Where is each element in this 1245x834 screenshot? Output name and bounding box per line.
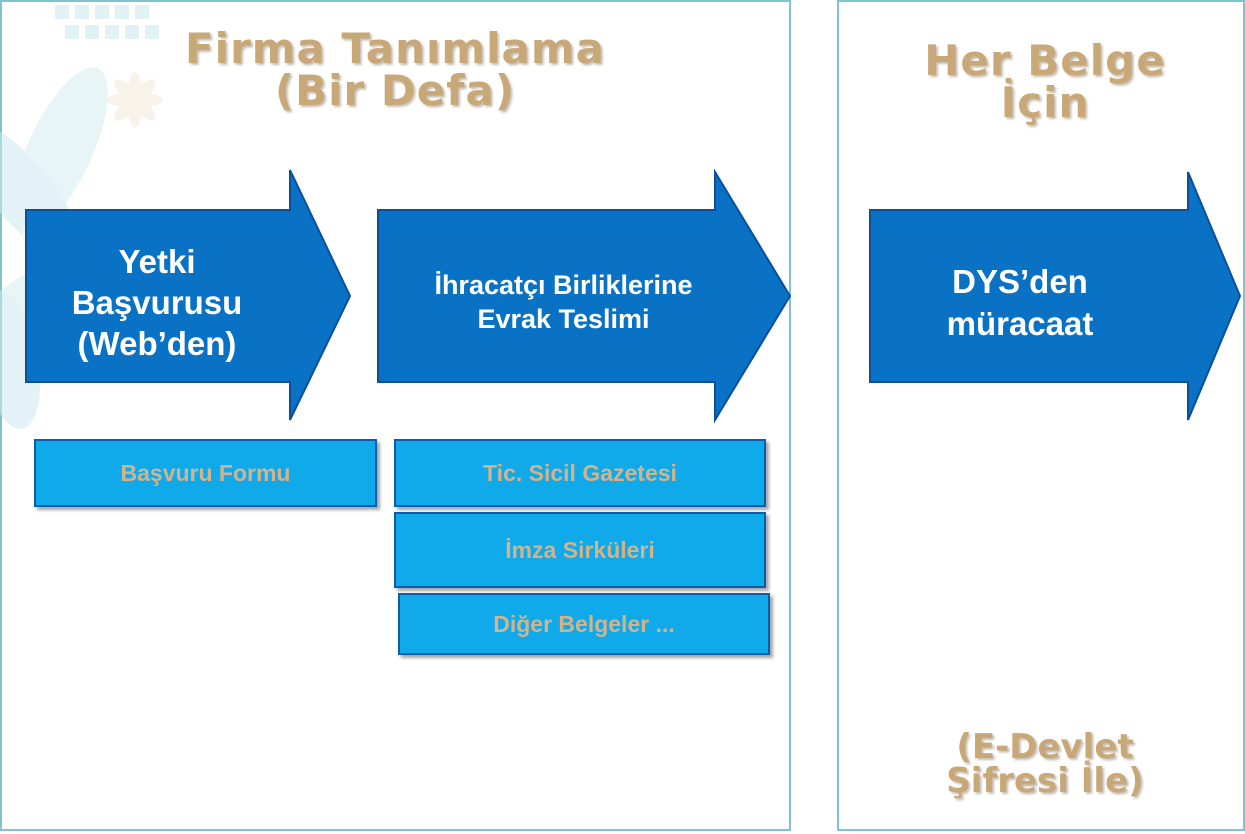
document-other-documents: Diğer Belgeler ... bbox=[398, 593, 770, 655]
step-text: DYS’den bbox=[952, 263, 1088, 301]
step-authorization-label: Yetki Başvurusu (Web’den) bbox=[26, 215, 288, 390]
heading-line: (Bir Defa) bbox=[274, 66, 516, 115]
step-text: İhracatçı Birliklerine bbox=[434, 269, 693, 300]
step-text: Yetki bbox=[118, 242, 196, 280]
step-text: Evrak Teslimi bbox=[477, 303, 650, 334]
document-signature-circular: İmza Sirküleri bbox=[394, 512, 766, 588]
step-text: (Web’den) bbox=[77, 325, 237, 363]
note-line: (E-Devlet bbox=[956, 727, 1134, 767]
heading-line: Firma Tanımlama bbox=[184, 24, 605, 73]
e-government-password-note: (E-Devlet Şifresi İle) bbox=[900, 730, 1190, 798]
step-arrow-document-delivery bbox=[377, 168, 792, 424]
step-text: müracaat bbox=[946, 304, 1094, 342]
heading-line: İçin bbox=[1000, 78, 1090, 127]
note-line: Şifresi İle) bbox=[946, 761, 1144, 801]
document-trade-registry-gazette: Tic. Sicil Gazetesi bbox=[394, 439, 766, 507]
step-text: Başvurusu bbox=[71, 283, 243, 321]
per-document-panel bbox=[837, 0, 1245, 831]
one-time-setup-heading: Firma Tanımlama (Bir Defa) bbox=[160, 28, 630, 112]
heading-line: Her Belge bbox=[924, 36, 1166, 85]
one-time-setup-panel bbox=[0, 0, 791, 831]
step-arrow-authorization bbox=[25, 169, 352, 421]
step-document-delivery-label: İhracatçı Birliklerine Evrak Teslimi bbox=[376, 235, 751, 370]
step-dys-application-label: DYS’den müracaat bbox=[870, 235, 1170, 370]
per-document-heading: Her Belge İçin bbox=[880, 40, 1210, 124]
step-arrow-dys-application bbox=[869, 171, 1242, 421]
document-application-form: Başvuru Formu bbox=[34, 439, 377, 507]
